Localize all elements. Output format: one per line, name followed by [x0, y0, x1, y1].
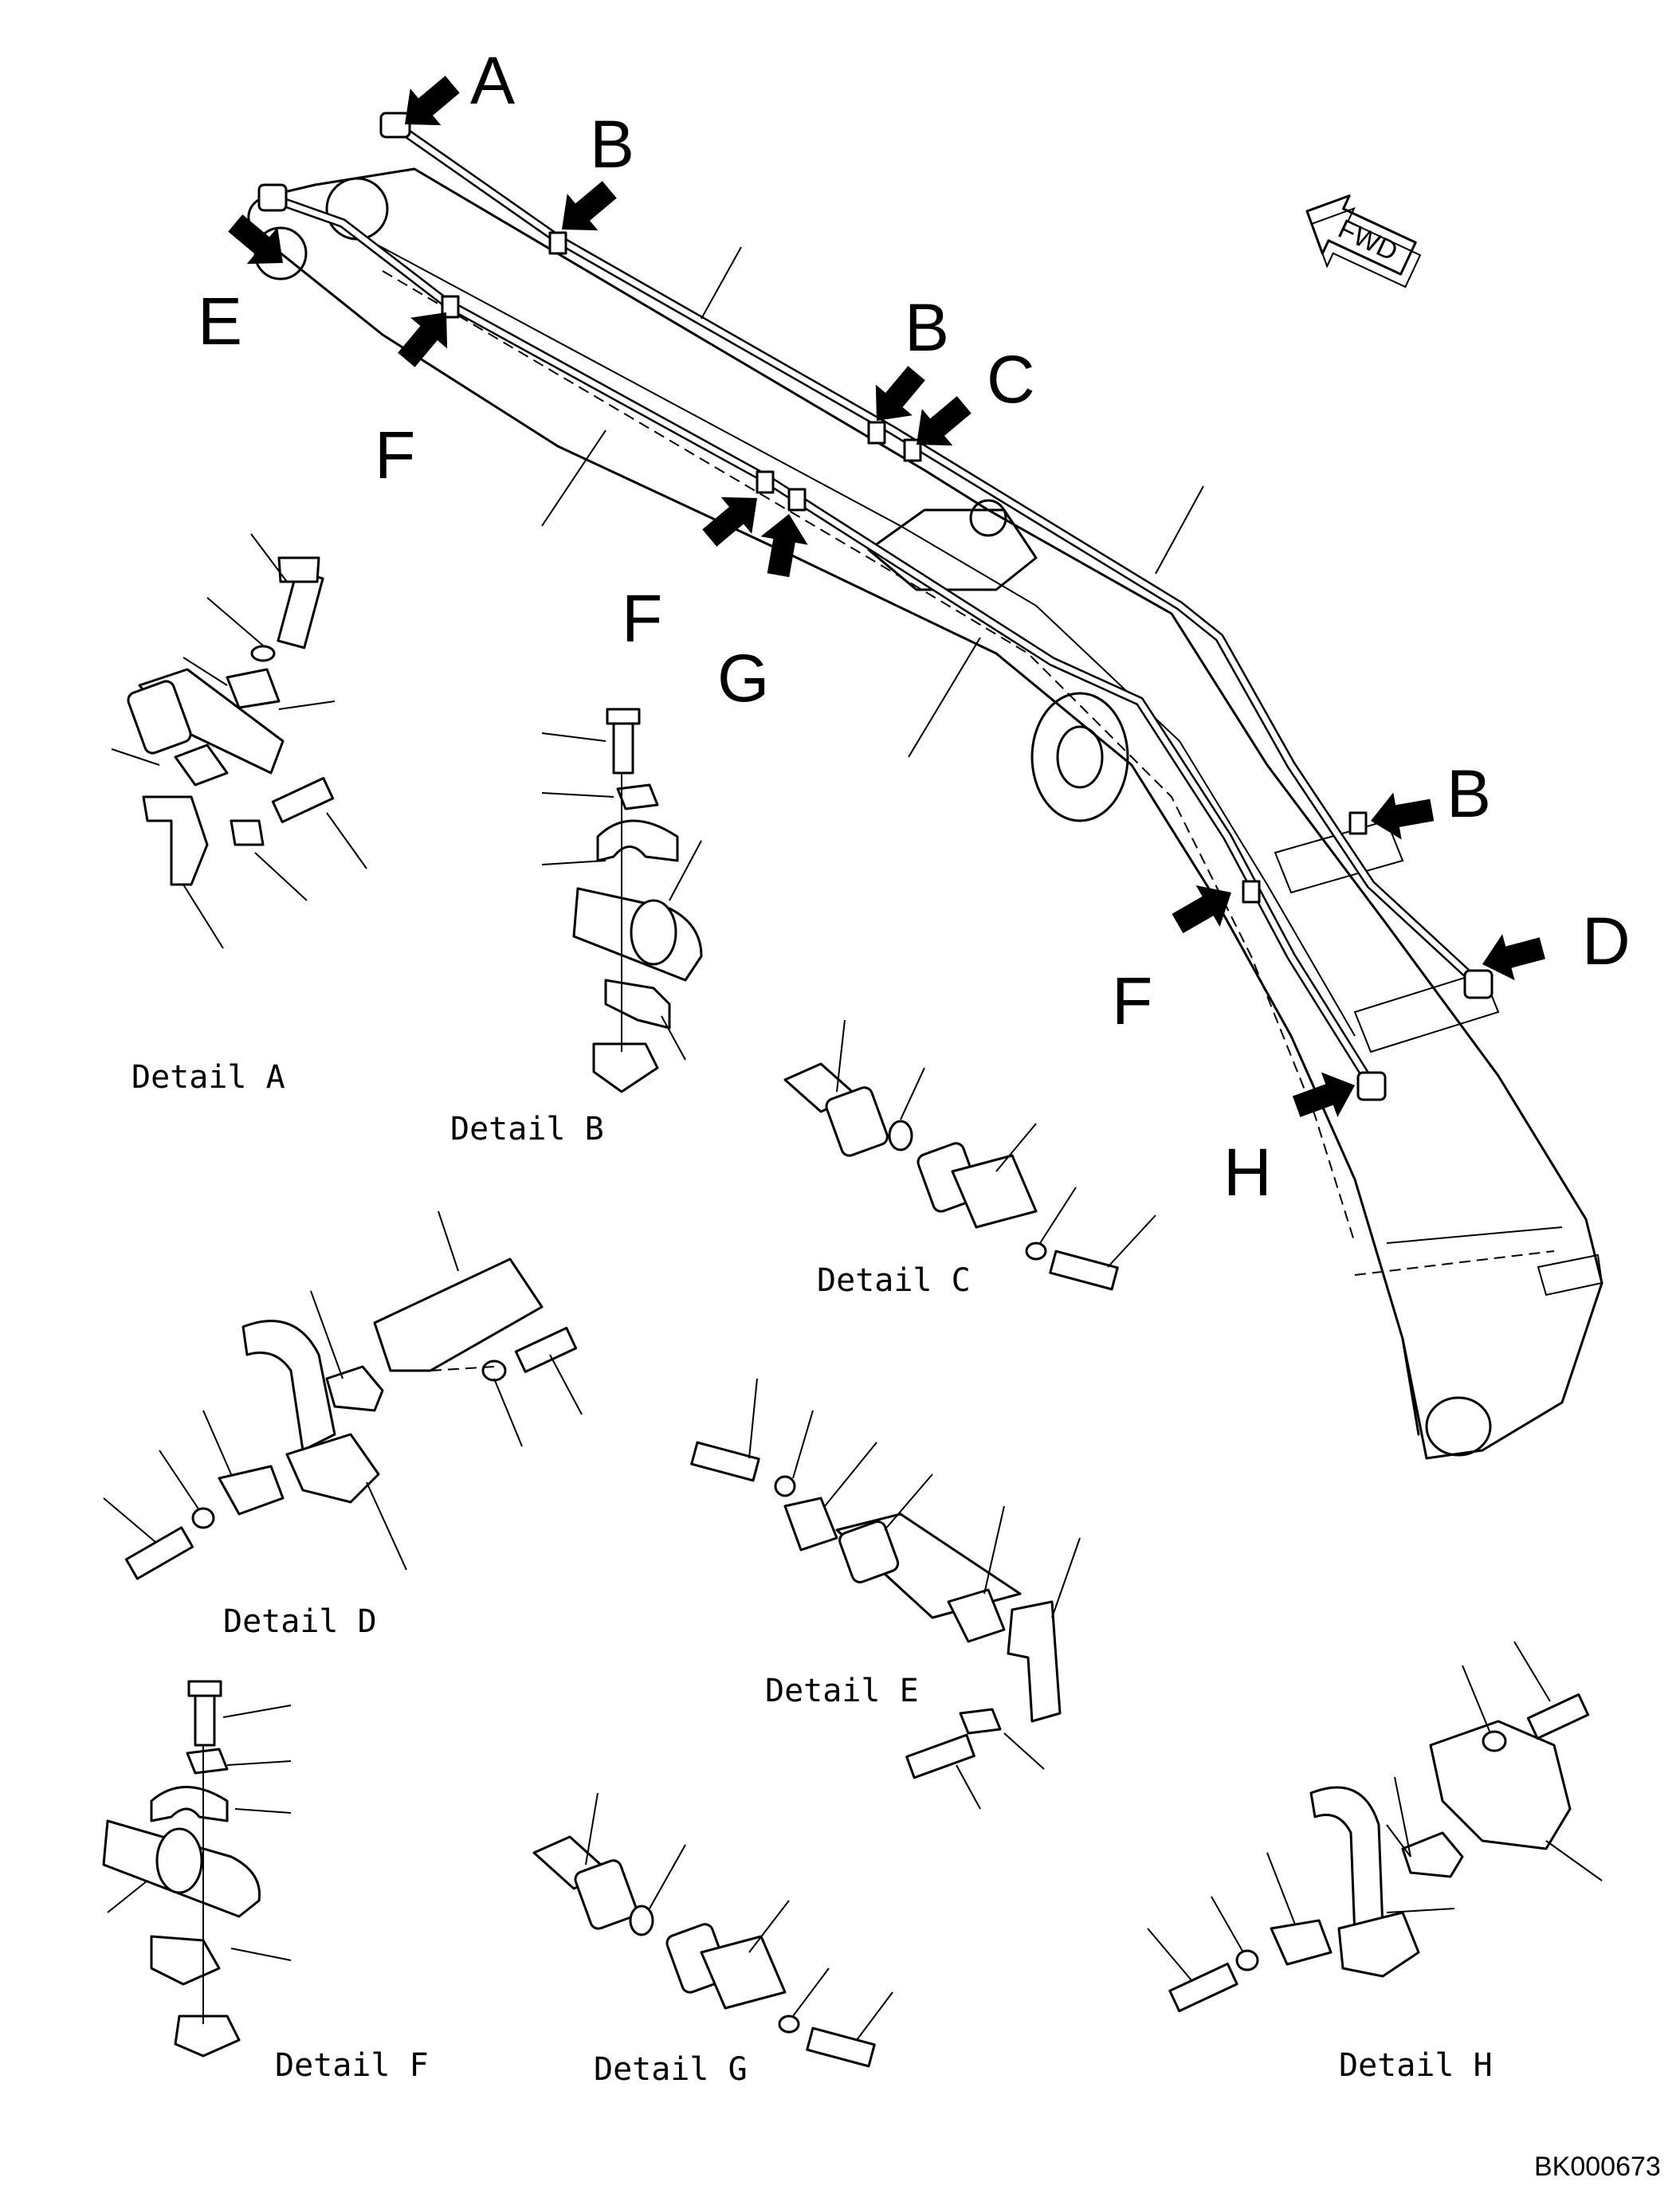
detail-b: Detail B: [450, 708, 703, 1148]
detail-a-label: Detail A: [131, 1059, 285, 1096]
detail-h: Detail H: [1147, 1641, 1603, 2084]
detail-d-label: Detail D: [223, 1603, 377, 1640]
drawing-code: BK000673: [1534, 2152, 1661, 2182]
detail-a: Detail A: [111, 533, 367, 1096]
ref-letter-f2: F: [622, 581, 662, 656]
ref-letter-b3: B: [1446, 756, 1491, 831]
boom-structure: [247, 167, 1603, 1460]
ref-letter-h: H: [1223, 1135, 1272, 1210]
detail-e-label: Detail E: [765, 1673, 919, 1709]
arrow-e: [219, 204, 299, 281]
ref-letter-g: G: [717, 641, 769, 716]
detail-g: Detail G: [532, 1792, 893, 2088]
ref-letter-a: A: [470, 43, 515, 118]
ref-letter-b2: B: [905, 290, 949, 365]
detail-f: Detail F: [102, 1680, 429, 2084]
fwd-direction-indicator: FWD: [1305, 194, 1422, 288]
detail-g-label: Detail G: [594, 2051, 748, 2088]
ref-letter-f3: F: [1112, 963, 1152, 1038]
ref-letter-c: C: [987, 342, 1035, 417]
ref-letter-e: E: [198, 284, 242, 359]
detail-e: Detail E: [690, 1378, 1081, 1810]
arrow-h: [1288, 1062, 1364, 1129]
arrow-b3: [1366, 786, 1437, 845]
ref-letter-b1: B: [590, 107, 634, 182]
detail-h-label: Detail H: [1339, 2047, 1493, 2084]
detail-f-label: Detail F: [275, 2047, 429, 2084]
detail-c: Detail C: [783, 1019, 1156, 1299]
reference-letters: A B B C E F F G B D F H: [198, 43, 1631, 1210]
detail-d: Detail D: [103, 1210, 583, 1640]
ref-letter-f1: F: [375, 418, 415, 492]
hydraulic-pipes: [257, 112, 1494, 1101]
detail-b-label: Detail B: [450, 1111, 604, 1148]
arrow-g: [754, 509, 813, 580]
ref-letter-d: D: [1582, 904, 1631, 979]
detail-c-label: Detail C: [817, 1262, 971, 1299]
